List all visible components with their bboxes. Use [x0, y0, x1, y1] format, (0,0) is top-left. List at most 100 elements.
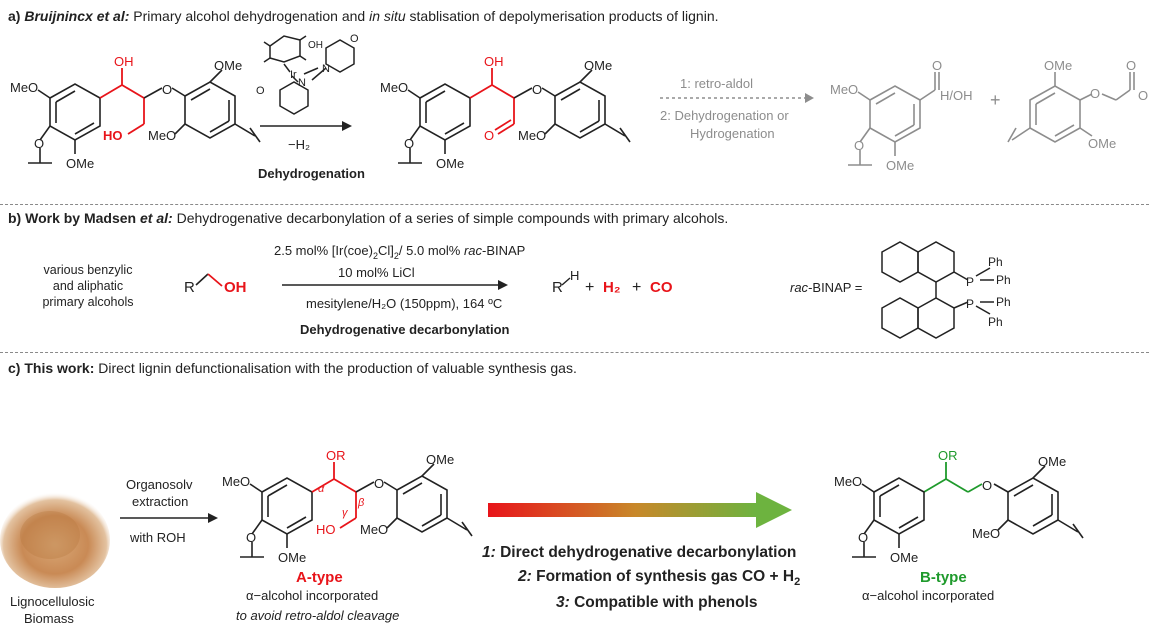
product-H2: H₂ — [603, 279, 621, 296]
alpha-label: α — [318, 483, 325, 495]
atom-OMe: OMe — [278, 550, 306, 565]
atom-OH: OH — [224, 279, 247, 296]
atom-Ph: Ph — [996, 273, 1011, 287]
atom-O: O — [34, 136, 44, 151]
atom-OMe: OMe — [426, 452, 454, 467]
section-divider — [0, 352, 1149, 353]
atom-O: O — [932, 58, 942, 73]
atom-OMe: OMe — [1038, 454, 1066, 469]
atom-O: O — [532, 82, 542, 97]
gamma-label: γ — [342, 507, 349, 519]
atom-Ph: Ph — [996, 295, 1011, 309]
atom-O: O — [256, 85, 265, 97]
step2-label: 2: Dehydrogenation or — [660, 108, 789, 123]
section-c-heading: c) This work: Direct lignin defunctional… — [8, 360, 577, 376]
atom-O: O — [246, 530, 256, 545]
atom-O: O — [1126, 58, 1136, 73]
step2b-label: Hydrogenation — [690, 126, 775, 141]
product-label-h-oh: H/OH — [940, 88, 973, 103]
product-CO: CO — [650, 279, 673, 296]
atom-MeO: MeO — [360, 522, 388, 537]
atom-OMe: OMe — [66, 156, 94, 171]
atom-O: O — [982, 478, 992, 493]
atom-O: O — [854, 138, 864, 153]
atom-P: P — [966, 275, 974, 289]
product-H: H — [570, 268, 579, 283]
atom-O: O — [1090, 86, 1100, 101]
atom-OMe: OMe — [1088, 136, 1116, 151]
atom-OMe: OMe — [214, 58, 242, 73]
atom-MeO: MeO — [518, 128, 546, 143]
step1-label: 1: retro-aldol — [680, 76, 753, 91]
atom-N: N — [322, 63, 330, 75]
atom-MeO: MeO — [830, 82, 858, 97]
condition-catalyst: 2.5 mol% [Ir(coe)2Cl]2/ 5.0 mol% rac-BIN… — [274, 243, 525, 261]
ir-catalyst — [263, 35, 355, 115]
section-a-heading: a) Bruijnincx et al: Primary alcohol deh… — [8, 8, 719, 24]
b-type-desc: α−alcohol incorporated — [862, 588, 994, 603]
plus-sign: + — [990, 90, 1001, 110]
plus-sign: + — [585, 279, 594, 296]
a-type-desc-1: α−alcohol incorporated — [246, 588, 378, 603]
condition-name: Dehydrogenative decarbonylation — [300, 322, 510, 337]
atom-Ir: Ir — [290, 69, 297, 81]
biomass-image — [0, 492, 110, 588]
gradient-arrow — [488, 503, 756, 517]
feature-2: 2: Formation of synthesis gas CO + H2 — [518, 568, 801, 589]
extraction-label-2: extraction — [132, 494, 188, 509]
binap-structure — [881, 241, 994, 339]
atom-MeO: MeO — [834, 474, 862, 489]
atom-O: O — [350, 33, 359, 45]
atom-O: O — [404, 136, 414, 151]
atom-O: O — [858, 530, 868, 545]
atom-MeO: MeO — [148, 128, 176, 143]
section-b-heading: b) Work by Madsen et al: Dehydrogenative… — [8, 210, 729, 226]
arrow-label-dehydrogenation: Dehydrogenation — [258, 166, 365, 181]
atom-O-aldehyde: O — [484, 128, 494, 143]
biomass-label-2: Biomass — [24, 611, 74, 626]
feature-1: 1: Direct dehydrogenative decarbonylatio… — [482, 544, 797, 561]
atom-OMe: OMe — [1044, 58, 1072, 73]
atom-OR: OR — [938, 448, 958, 463]
atom-O: O — [162, 82, 172, 97]
section-a-scheme: MeO OH O OMe HO MeO O OMe Ir OH N N O O … — [10, 33, 1149, 181]
section-divider — [0, 204, 1149, 205]
extraction-label-3: with ROH — [129, 530, 186, 545]
product-R: R — [552, 279, 563, 296]
atom-OMe: OMe — [890, 550, 918, 565]
atom-MeO: MeO — [380, 80, 408, 95]
plus-sign: + — [632, 279, 641, 296]
atom-OH: OH — [308, 40, 323, 51]
atom-MeO: MeO — [10, 80, 38, 95]
atom-OR: OR — [326, 448, 346, 463]
a-type-label: A-type — [296, 569, 343, 586]
atom-R: R — [184, 279, 195, 296]
condition-licl: 10 mol% LiCl — [338, 265, 415, 280]
atom-OMe: OMe — [886, 158, 914, 173]
section-b-scheme: R OH 2.5 mol% [Ir(coe)2Cl]2/ 5.0 mol% ra… — [184, 241, 1011, 339]
a-type-desc-2: to avoid retro-aldol cleavage — [236, 608, 399, 623]
binap-label: rac-BINAP = — [790, 280, 862, 295]
atom-OH: OH — [484, 54, 504, 69]
feature-3: 3: Compatible with phenols — [556, 594, 758, 611]
atom-Ph: Ph — [988, 255, 1003, 269]
extraction-label-1: Organosolv — [126, 477, 193, 492]
arrow-label-h2: −H₂ — [288, 137, 310, 152]
atom-OMe: OMe — [584, 58, 612, 73]
atom-OH: OH — [114, 54, 134, 69]
atom-HO: HO — [316, 522, 336, 537]
atom-OMe: OMe — [436, 156, 464, 171]
atom-Ph: Ph — [988, 315, 1003, 329]
atom-OH: OH — [1138, 88, 1149, 103]
atom-MeO: MeO — [972, 526, 1000, 541]
substrates-label: various benzylic and aliphatic primary a… — [42, 263, 134, 309]
b-type-label: B-type — [920, 569, 967, 586]
condition-solvent: mesitylene/H₂O (150ppm), 164 ºC — [306, 296, 502, 311]
atom-N: N — [298, 77, 306, 89]
atom-HO: HO — [103, 128, 123, 143]
biomass-label-1: Lignocellulosic — [10, 594, 95, 609]
atom-O: O — [374, 476, 384, 491]
atom-P: P — [966, 297, 974, 311]
beta-label: β — [357, 497, 365, 509]
